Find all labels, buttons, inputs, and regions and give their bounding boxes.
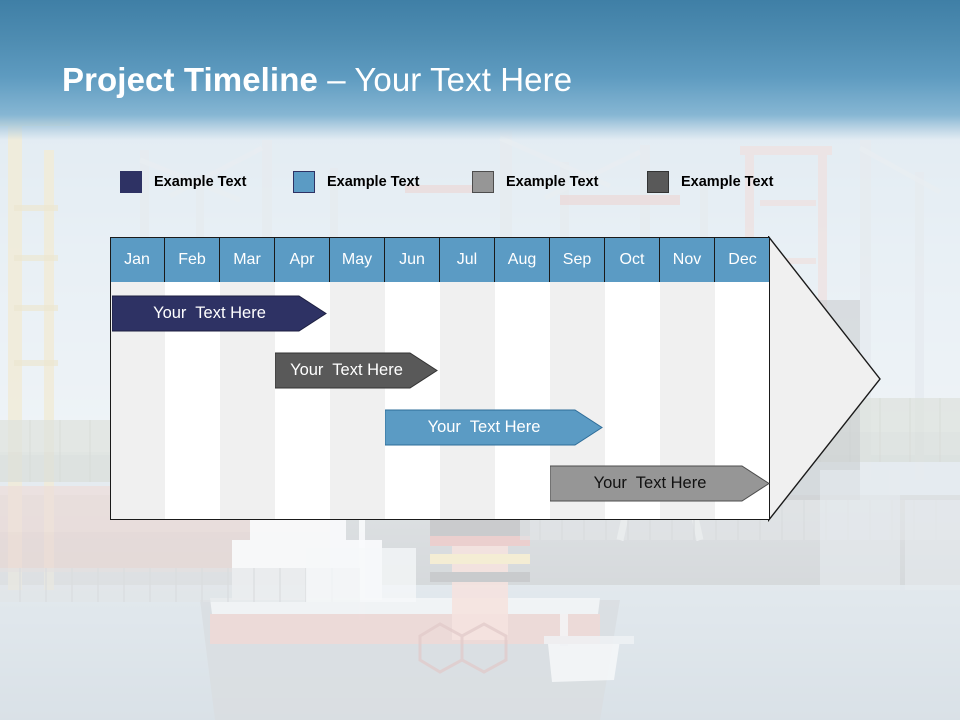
month-cell-sep[interactable]: Sep — [550, 237, 605, 282]
legend: Example Text Example Text Example Text E… — [110, 168, 830, 198]
month-cell-apr[interactable]: Apr — [275, 237, 330, 282]
legend-swatch-icon — [293, 171, 315, 193]
legend-item-4[interactable]: Example Text — [647, 168, 773, 196]
timeline-column-may — [330, 282, 385, 520]
page-title-light: – Your Text Here — [317, 61, 573, 98]
legend-swatch-icon — [472, 171, 494, 193]
month-cell-dec[interactable]: Dec — [715, 237, 770, 282]
timeline-column-jun — [385, 282, 440, 520]
month-header-row: Jan Feb Mar Apr May Jun Jul Aug Sep Oct … — [110, 237, 770, 282]
task-bar-1[interactable]: Your Text Here — [112, 295, 327, 332]
legend-item-1[interactable]: Example Text — [120, 168, 246, 196]
month-cell-jul[interactable]: Jul — [440, 237, 495, 282]
month-cell-oct[interactable]: Oct — [605, 237, 660, 282]
timeline-column-jul — [440, 282, 495, 520]
legend-swatch-icon — [120, 171, 142, 193]
page-title: Project Timeline – Your Text Here — [62, 58, 572, 102]
task-bar-3[interactable]: Your Text Here — [385, 409, 603, 446]
month-cell-jun[interactable]: Jun — [385, 237, 440, 282]
month-cell-nov[interactable]: Nov — [660, 237, 715, 282]
timeline-column-aug — [495, 282, 550, 520]
timeline-grid: Jan Feb Mar Apr May Jun Jul Aug Sep Oct … — [110, 237, 770, 520]
header-band — [0, 0, 960, 140]
month-cell-mar[interactable]: Mar — [220, 237, 275, 282]
month-cell-jan[interactable]: Jan — [110, 237, 165, 282]
timeline-arrowhead-icon — [768, 236, 886, 523]
task-bar-4[interactable]: Your Text Here — [550, 465, 770, 502]
legend-item-2[interactable]: Example Text — [293, 168, 419, 196]
legend-label: Example Text — [681, 174, 774, 190]
task-bar-2[interactable]: Your Text Here — [275, 352, 438, 389]
page-title-strong: Project Timeline — [62, 61, 318, 98]
legend-label: Example Text — [154, 174, 247, 190]
legend-label: Example Text — [506, 174, 599, 190]
month-cell-aug[interactable]: Aug — [495, 237, 550, 282]
month-cell-feb[interactable]: Feb — [165, 237, 220, 282]
legend-label: Example Text — [327, 174, 420, 190]
legend-swatch-icon — [647, 171, 669, 193]
legend-item-3[interactable]: Example Text — [472, 168, 598, 196]
month-cell-may[interactable]: May — [330, 237, 385, 282]
